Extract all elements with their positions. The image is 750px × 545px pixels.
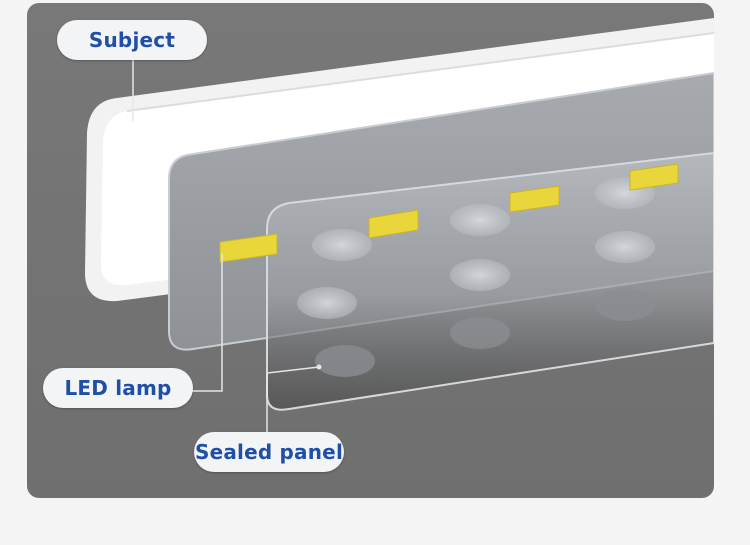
exploded-view <box>85 18 714 451</box>
led-lamp-label: LED lamp <box>43 368 193 408</box>
leader-lines <box>132 60 320 451</box>
sealed-panel-label: Sealed panel <box>194 432 344 472</box>
sealed-panel-pointer-dot <box>316 364 322 370</box>
diagram-panel <box>27 3 714 498</box>
subject-label: Subject <box>57 20 207 60</box>
led-chips <box>219 163 679 263</box>
subject-housing-edge <box>126 32 714 112</box>
